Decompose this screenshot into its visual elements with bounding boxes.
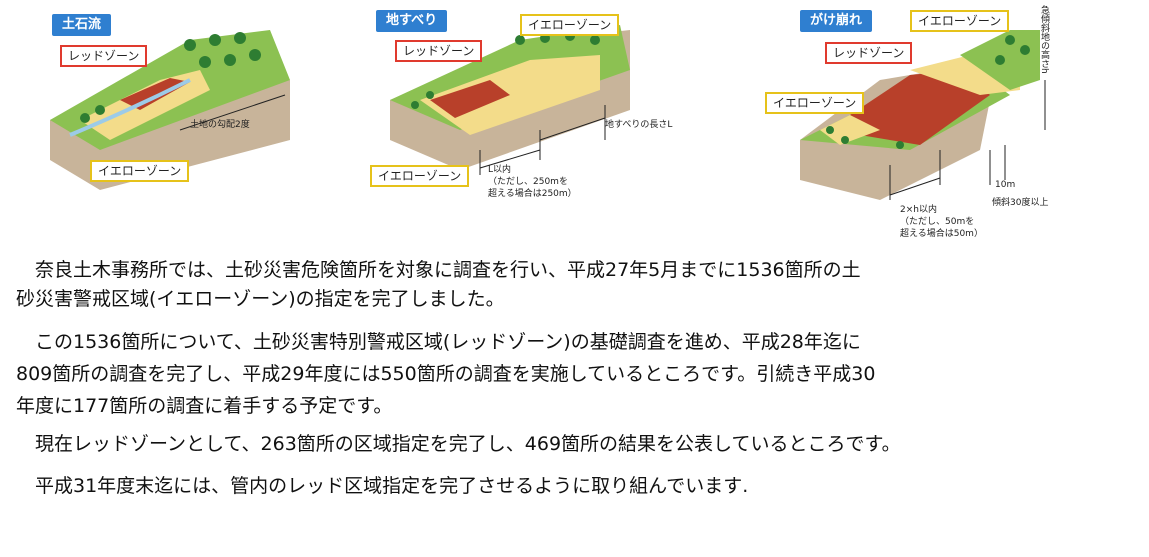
landslide-diagram: [390, 25, 630, 175]
paragraph-1-line-2: 砂災害警戒区域(イエローゾーン)の指定を完了しました。: [16, 288, 505, 310]
landslide-panel: 地すべり レッドゾーン イエローゾーン イエローゾーン 地すべりの長さL L以内…: [370, 0, 690, 215]
debris-flow-title: 土石流: [52, 14, 112, 36]
cliff-collapse-10m-label: 10m: [995, 180, 1016, 190]
landslide-l-limit-3: 超える場合は250m）: [488, 189, 577, 199]
cliff-collapse-slope-label: 傾斜30度以上: [992, 198, 1049, 208]
cliff-collapse-2h-limit-3: 超える場合は50m）: [900, 229, 983, 239]
cliff-collapse-title: がけ崩れ: [800, 10, 873, 32]
landslide-yellow-label-top: イエローゾーン: [520, 14, 620, 36]
debris-flow-gradient-label: 土地の勾配2度: [190, 120, 250, 130]
cliff-collapse-height-label: 急傾斜地の高さh: [1039, 5, 1049, 74]
landslide-length-label: 地すべりの長さL: [605, 120, 673, 130]
cliff-collapse-panel: がけ崩れ イエローゾーン レッドゾーン イエローゾーン 急傾斜地の高さh 10m…: [760, 0, 1060, 245]
paragraph-4: 平成31年度末迄には、管内のレッド区域指定を完了させるように取り組んでいます.: [16, 475, 749, 497]
landslide-yellow-label-bottom: イエローゾーン: [370, 165, 470, 187]
cliff-collapse-2h-limit-2: （ただし、50mを: [900, 217, 975, 227]
landslide-title: 地すべり: [376, 10, 448, 32]
paragraph-1-line-1: 奈良土木事務所では、土砂災害危険箇所を対象に調査を行い、平成27年5月までに15…: [16, 259, 861, 281]
debris-flow-diagram: [50, 30, 290, 190]
landslide-red-label: レッドゾーン: [395, 40, 483, 62]
debris-flow-panel: 土石流 レッドゾーン イエローゾーン 土地の勾配2度: [40, 0, 310, 200]
cliff-collapse-yellow-label-top: イエローゾーン: [910, 10, 1010, 32]
paragraph-2-line-1: この1536箇所について、土砂災害特別警戒区域(レッドゾーン)の基礎調査を進め、…: [16, 331, 861, 353]
paragraph-2-line-2: 809箇所の調査を完了し、平成29年度には550箇所の調査を実施しているところで…: [16, 363, 876, 385]
cliff-collapse-diagram: [800, 30, 1046, 200]
debris-flow-yellow-label: イエローゾーン: [90, 160, 190, 182]
landslide-l-limit-1: L以内: [488, 165, 512, 175]
cliff-collapse-red-label: レッドゾーン: [825, 42, 913, 64]
paragraph-2-line-3: 年度に177箇所の調査に着手する予定です。: [16, 395, 393, 417]
paragraph-3: 現在レッドゾーンとして、263箇所の区域指定を完了し、469箇所の結果を公表して…: [16, 433, 901, 455]
cliff-collapse-2h-limit-1: 2×h以内: [900, 205, 937, 215]
debris-flow-red-label: レッドゾーン: [60, 45, 148, 67]
cliff-collapse-yellow-label-left: イエローゾーン: [765, 92, 865, 114]
landslide-l-limit-2: （ただし、250mを: [488, 177, 568, 187]
